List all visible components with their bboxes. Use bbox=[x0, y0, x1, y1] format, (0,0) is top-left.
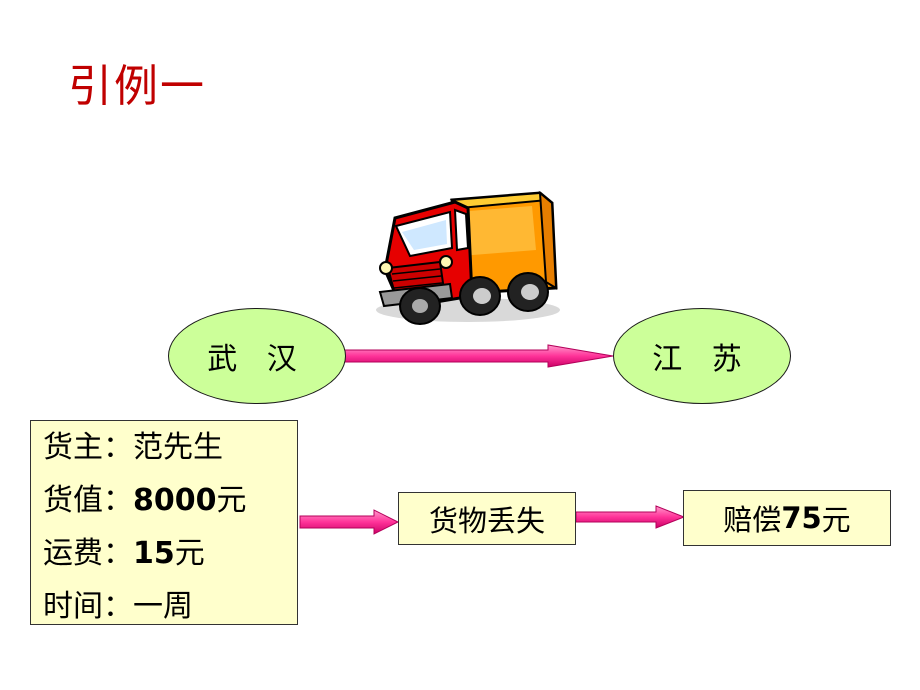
cargo-value-label: 货值： bbox=[43, 483, 133, 518]
info-to-event-arrow bbox=[299, 509, 400, 535]
owner-line: 货主：范先生 bbox=[43, 421, 297, 474]
freight-number: 15 bbox=[133, 536, 175, 571]
time-value: 一周 bbox=[133, 589, 193, 624]
owner-value: 范先生 bbox=[133, 430, 223, 465]
truck-icon bbox=[376, 190, 560, 325]
destination-label: 江 苏 bbox=[652, 342, 752, 377]
freight-line: 运费：15元 bbox=[43, 527, 297, 580]
origin-label: 武 汉 bbox=[207, 342, 307, 377]
shipment-info-box: 货主：范先生 货值：8000元 运费：15元 时间：一周 bbox=[30, 420, 298, 625]
route-arrow bbox=[342, 344, 614, 368]
compensation-number: 75 bbox=[781, 501, 822, 535]
destination-node: 江 苏 bbox=[613, 308, 791, 404]
owner-label: 货主： bbox=[43, 430, 133, 465]
cargo-value-unit: 元 bbox=[216, 483, 247, 518]
origin-node: 武 汉 bbox=[168, 308, 346, 404]
freight-unit: 元 bbox=[174, 536, 205, 571]
cargo-value-number: 8000 bbox=[133, 483, 217, 518]
freight-label: 运费： bbox=[43, 536, 133, 571]
cargo-lost-box: 货物丢失 bbox=[398, 492, 576, 545]
compensation-unit: 元 bbox=[821, 503, 851, 537]
time-label: 时间： bbox=[43, 589, 133, 624]
cargo-value-line: 货值：8000元 bbox=[43, 474, 297, 527]
event-to-compensation-arrow bbox=[575, 505, 686, 529]
compensation-label: 赔偿 bbox=[723, 503, 782, 537]
cargo-lost-label: 货物丢失 bbox=[428, 503, 545, 538]
slide-title: 引例一 bbox=[68, 61, 206, 112]
time-line: 时间：一周 bbox=[43, 580, 297, 633]
